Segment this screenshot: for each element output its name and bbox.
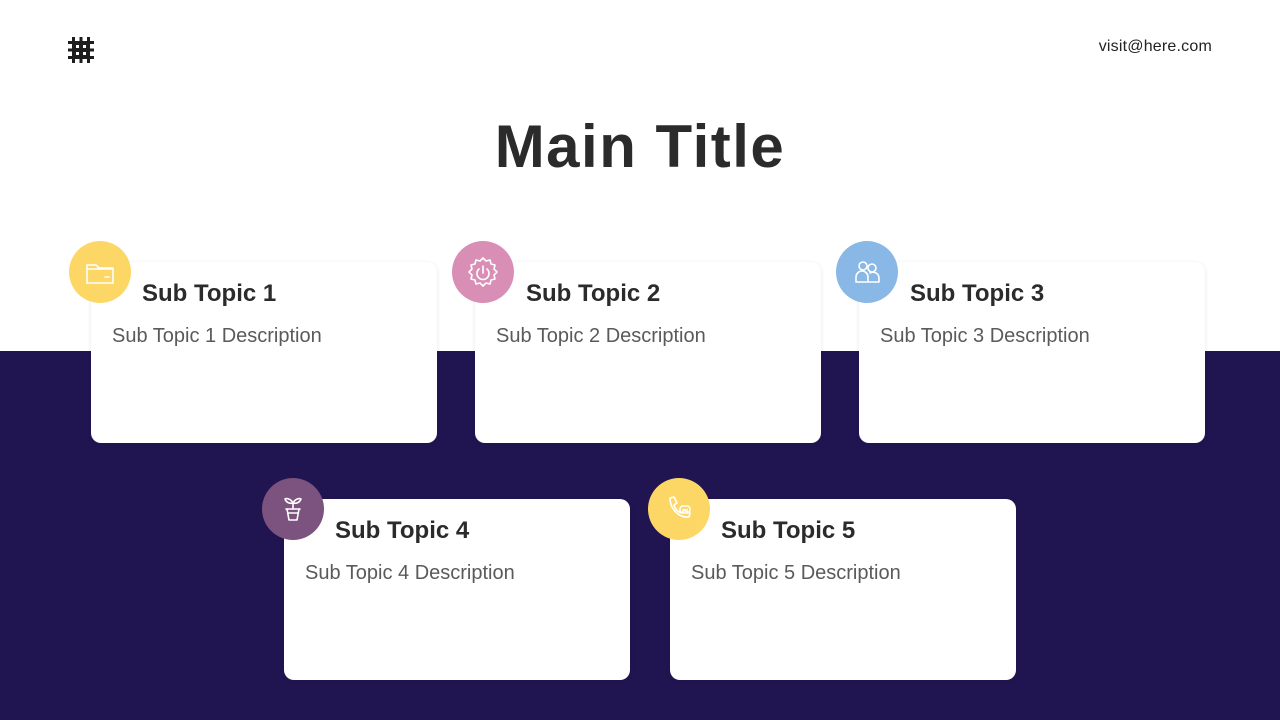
topic-card-2: Sub Topic 2 Sub Topic 2 Description [475, 262, 821, 443]
topic-description: Sub Topic 3 Description [880, 325, 1090, 347]
topic-description: Sub Topic 4 Description [305, 562, 515, 584]
topic-4-badge [262, 478, 324, 540]
topic-title: Sub Topic 5 [721, 517, 856, 544]
topic-card-5: Sub Topic 5 Sub Topic 5 Description [670, 499, 1016, 680]
folder-icon [86, 264, 114, 284]
grid-logo-icon [68, 37, 94, 63]
topic-description: Sub Topic 2 Description [496, 325, 706, 347]
power-gear-icon [468, 257, 498, 287]
topic-title: Sub Topic 2 [526, 280, 661, 307]
topic-5-badge [648, 478, 710, 540]
topic-card-3: Sub Topic 3 Sub Topic 3 Description [859, 262, 1205, 443]
topic-3-badge [836, 241, 898, 303]
topic-card-4: Sub Topic 4 Sub Topic 4 Description [284, 499, 630, 680]
topic-1-badge [69, 241, 131, 303]
topic-title: Sub Topic 1 [142, 280, 277, 307]
topic-description: Sub Topic 5 Description [691, 562, 901, 584]
topic-description: Sub Topic 1 Description [112, 325, 322, 347]
topic-2-badge [452, 241, 514, 303]
page-title: Main Title [494, 113, 786, 180]
users-icon [855, 261, 880, 283]
topic-title: Sub Topic 4 [335, 517, 470, 544]
plant-pot-icon [284, 497, 302, 521]
topic-title: Sub Topic 3 [910, 280, 1045, 307]
topic-card-1: Sub Topic 1 Sub Topic 1 Description [91, 262, 437, 443]
phone-chat-icon [669, 496, 691, 518]
contact-email[interactable]: visit@here.com [1098, 38, 1212, 55]
